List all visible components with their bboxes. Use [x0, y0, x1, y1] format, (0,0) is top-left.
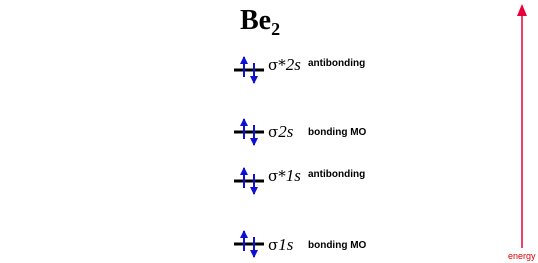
electron-pair-icon	[234, 56, 264, 84]
mo-label: σ*1s	[268, 166, 301, 186]
spin-up-arrow-icon	[240, 167, 248, 175]
mo-symbol: σ*	[268, 56, 286, 74]
mo-level-sigma-star-1s: σ*1s antibonding	[232, 166, 402, 196]
mo-kind: bonding MO	[308, 240, 367, 251]
mo-level-sigma-2s: σ2s bonding MO	[232, 117, 402, 147]
mo-orbital: 1s	[285, 166, 301, 185]
energy-axis-label: energy	[508, 251, 536, 261]
mo-level-sigma-star-2s: σ*2s antibonding	[232, 55, 402, 85]
spin-up-arrow-icon	[240, 118, 248, 126]
energy-axis	[517, 4, 527, 248]
molecule-title-main: Be	[240, 5, 272, 36]
electron-pair-icon	[234, 118, 264, 146]
mo-symbol: σ*	[268, 167, 286, 185]
mo-label: σ1s	[268, 235, 293, 255]
spin-up-arrow-icon	[240, 230, 248, 238]
mo-orbital: 2s	[278, 122, 294, 141]
mo-symbol: σ	[268, 123, 279, 141]
mo-kind: antibonding	[308, 169, 366, 180]
mo-symbol: σ	[268, 236, 279, 254]
molecule-title-subscript: 2	[271, 19, 281, 39]
spin-down-arrow-icon	[250, 138, 258, 146]
electron-pair-icon	[234, 230, 264, 258]
mo-orbital: 1s	[278, 235, 294, 254]
spin-down-arrow-icon	[250, 187, 258, 195]
mo-label: σ2s	[268, 122, 293, 142]
spin-down-arrow-icon	[250, 76, 258, 84]
mo-kind: bonding MO	[308, 127, 367, 138]
spin-up-arrow-icon	[240, 56, 248, 64]
mo-level-sigma-1s: σ1s bonding MO	[232, 229, 402, 259]
mo-orbital: 2s	[285, 55, 301, 74]
mo-kind: antibonding	[308, 58, 366, 69]
molecule-title: Be2	[240, 4, 280, 46]
mo-label: σ*2s	[268, 55, 301, 75]
energy-arrowhead-icon	[517, 4, 527, 16]
spin-down-arrow-icon	[250, 250, 258, 258]
electron-pair-icon	[234, 167, 264, 195]
